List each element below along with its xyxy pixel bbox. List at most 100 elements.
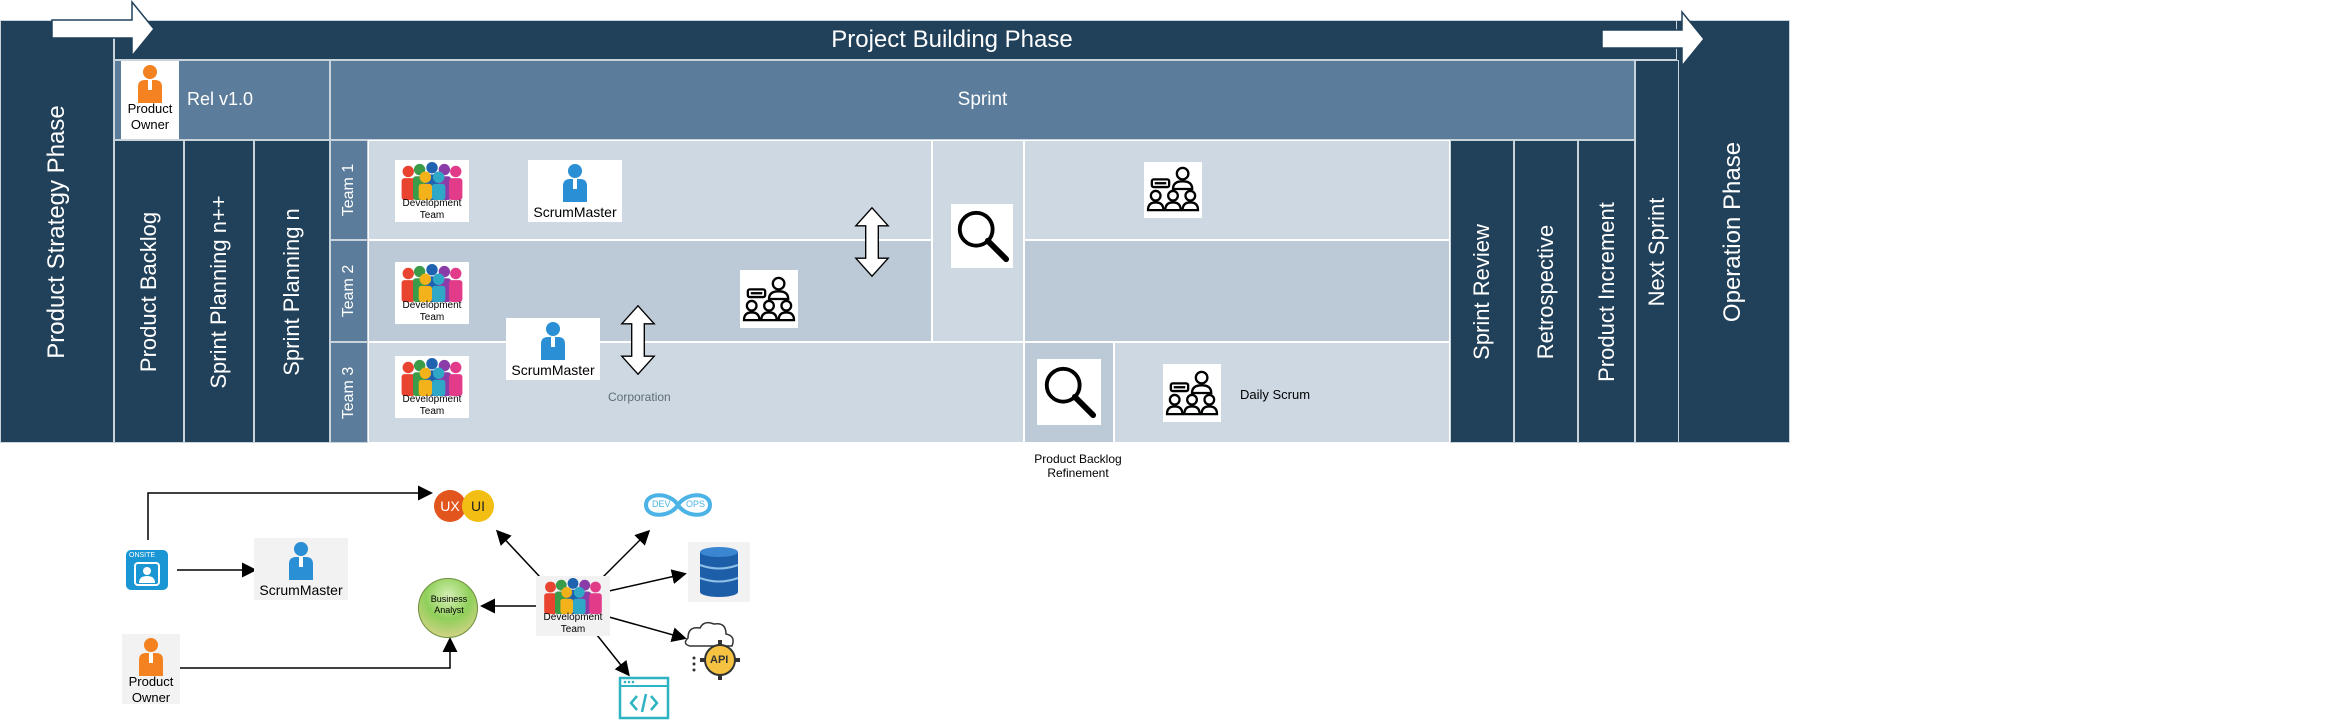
dev-team-label: Development Team [402,394,462,417]
connector-dev-to-api [608,616,687,642]
magnifier-icon [1040,362,1098,420]
refinement-card [1037,359,1101,425]
onsite-icon: ONSITE [126,550,168,590]
scrum-master-label: ScrumMaster [511,362,595,378]
product-backlog-label: Product Backlog [136,211,161,372]
scrum-master-label: ScrumMaster [259,582,343,598]
api-card: API [682,620,744,682]
product-owner-icon [135,63,165,103]
dev-team-card: Development Team [395,160,469,222]
daily-scrum-label: Daily Scrum [1240,387,1311,402]
daily-scrum-area-top [1024,140,1450,240]
start-arrow-icon [51,0,155,58]
dev-team-icon [538,578,608,614]
team-2-label-cell: Team 2 [330,240,368,342]
onsite-person-icon [134,562,160,586]
meeting-icon [1146,164,1200,214]
connector-lines [147,485,687,677]
sprint-header: Sprint [330,60,1635,140]
scrum-master-card: ScrumMaster [506,318,600,380]
team-3-label: Team 3 [340,366,357,419]
connector-onsite-to-uxui [147,485,433,540]
team-3-label-cell: Team 3 [330,342,368,443]
ui-badge: UI [462,490,494,522]
operation-phase-column: Operation Phase [1676,20,1790,443]
business-analyst-icon: Business Analyst [418,578,478,638]
magnifier-icon [953,206,1011,264]
dev-team-label: Development Team [543,612,603,635]
api-label: API [710,654,729,666]
sprint-planning-npp-label: Sprint Planning n++ [206,194,231,389]
product-increment-column: Product Increment [1578,140,1635,443]
connector-dev-to-devops [602,529,651,578]
sprint-planning-n-label: Sprint Planning n [279,207,304,376]
team-2-label: Team 2 [340,264,357,318]
team-1-label-cell: Team 1 [330,140,368,240]
database-icon [699,547,739,597]
business-analyst-label: Business Analyst [430,594,468,615]
sprint-review-label: Sprint Review [1469,223,1494,360]
daily-scrum-card [740,270,798,328]
dev-team-card: Development Team [395,262,469,324]
ux-badge: UX [434,490,466,522]
dev-team-label: Development Team [402,300,462,323]
sprint-planning-npp-column: Sprint Planning n++ [184,140,254,443]
page-title: Project Building Phase [831,26,1073,53]
corporation-label: Corporation [608,390,671,404]
code-window-icon [618,676,670,720]
sprint-label: Sprint [957,89,1008,110]
connector-dev-to-database [608,569,687,592]
strategy-phase-column: Product Strategy Phase [0,20,114,443]
dev-label: DEV [652,499,671,509]
scrum-master-icon [286,540,316,580]
scrum-master-label: ScrumMaster [533,204,617,220]
database-card [688,542,750,602]
swap-arrow-icon [620,298,656,382]
refinement-card [951,204,1013,268]
next-sprint-label: Next Sprint [1644,197,1669,306]
scrum-master-card: ScrumMaster [528,160,622,222]
meeting-icon [742,274,796,324]
backlog-refinement-label: Product Backlog Refinement [1034,452,1122,480]
dev-team-icon [397,264,467,302]
ops-label: OPS [686,499,706,509]
scrum-master-card: ScrumMaster [254,538,348,600]
sprint-planning-n-column: Sprint Planning n [254,140,330,443]
release-header: Product Owner Rel v1.0 [114,60,330,140]
team-1-label: Team 1 [340,163,357,217]
team-3-lane [368,342,1024,443]
building-phase-header: Project Building Phase [114,20,1790,60]
strategy-phase-label: Product Strategy Phase [43,104,70,359]
api-gear-icon [684,621,740,680]
dev-team-icon [397,358,467,396]
retrospective-column: Retrospective [1514,140,1578,443]
product-owner-label: Product Owner [127,101,173,132]
connector-dev-to-uxui [495,529,541,578]
release-label: Rel v1.0 [187,89,254,109]
connector-dev-to-code [596,634,630,677]
scrum-master-icon [560,162,590,202]
product-increment-label: Product Increment [1593,201,1619,382]
connector-owner-to-analyst [177,637,458,669]
dev-team-icon [397,162,467,200]
daily-scrum-area-mid [1024,240,1450,342]
product-owner-card: Product Owner [121,61,179,139]
scrum-master-icon [538,320,568,360]
swap-arrow-icon [854,200,890,284]
dev-team-card: Development Team [395,356,469,418]
dev-team-label: Development Team [402,198,462,221]
product-owner-label: Product Owner [128,674,174,705]
next-sprint-column: Next Sprint [1635,60,1679,443]
product-owner-icon [136,636,166,676]
dev-team-card: Development Team [536,576,610,636]
product-owner-card: Product Owner [122,634,180,705]
operation-phase-label: Operation Phase [1719,141,1746,322]
daily-scrum-card [1163,364,1221,422]
daily-scrum-card [1144,162,1202,218]
sprint-review-column: Sprint Review [1450,140,1514,443]
end-arrow-icon [1601,10,1705,68]
devops-icon: DEV OPS [640,486,716,524]
onsite-label: ONSITE [129,552,156,559]
product-backlog-column: Product Backlog [114,140,184,443]
retrospective-label: Retrospective [1533,224,1558,359]
